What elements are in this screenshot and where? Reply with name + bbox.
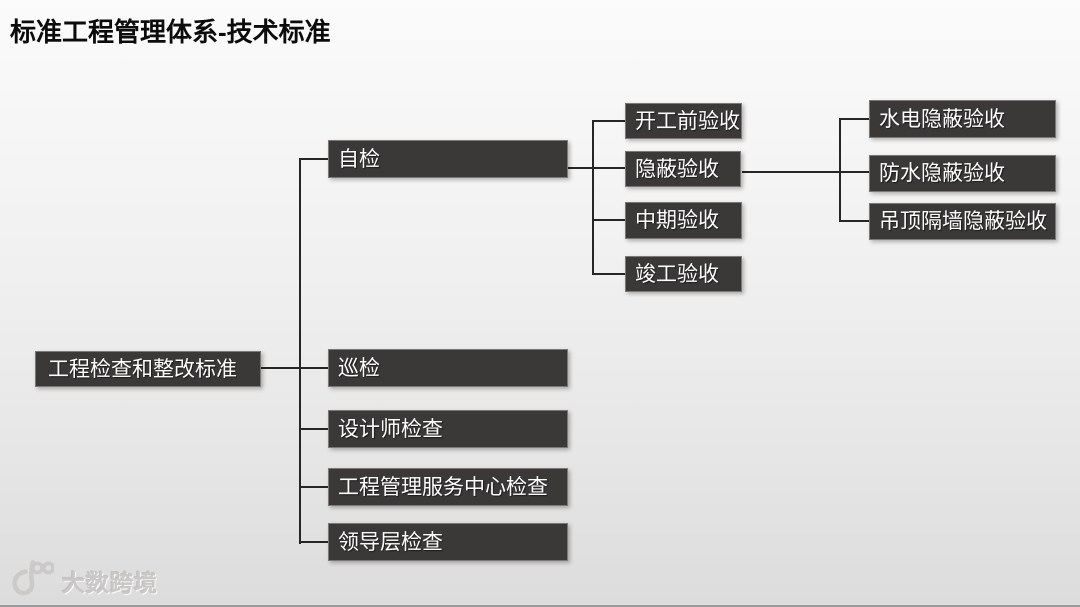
connector-root-feed bbox=[261, 367, 329, 369]
connector-trunk-level4 bbox=[839, 118, 841, 222]
node-designer-inspection: 设计师检查 bbox=[328, 410, 568, 448]
connector-branch-designer bbox=[299, 428, 329, 430]
node-root: 工程检查和整改标准 bbox=[35, 351, 261, 387]
watermark-text: 大数跨境 bbox=[62, 570, 158, 596]
node-midterm-acceptance: 中期验收 bbox=[625, 202, 742, 239]
node-waterproof-concealed: 防水隐蔽验收 bbox=[869, 155, 1056, 192]
connector-branch-midterm bbox=[592, 219, 625, 221]
connector-branch-ceiling bbox=[839, 220, 869, 222]
watermark: 大数跨境 bbox=[8, 559, 158, 604]
node-ceiling-partition-concealed: 吊顶隔墙隐蔽验收 bbox=[869, 203, 1056, 240]
node-patrol-inspection: 巡检 bbox=[328, 349, 568, 387]
connector-branch-prestart bbox=[592, 120, 625, 122]
connector-trunk-level3 bbox=[592, 120, 594, 275]
connector-trunk-level2 bbox=[299, 158, 301, 544]
node-service-center-inspection: 工程管理服务中心检查 bbox=[328, 468, 568, 506]
node-concealed-acceptance: 隐蔽验收 bbox=[625, 151, 741, 187]
node-prestart-acceptance: 开工前验收 bbox=[625, 103, 742, 139]
node-self-inspection: 自检 bbox=[328, 140, 568, 178]
node-water-electric-concealed: 水电隐蔽验收 bbox=[869, 100, 1056, 138]
connector-branch-servicecenter bbox=[299, 486, 329, 488]
connector-selfcheck-feed bbox=[568, 167, 625, 169]
brand-logo-icon bbox=[8, 559, 55, 604]
page-title: 标准工程管理体系-技术标准 bbox=[10, 17, 331, 47]
connector-branch-waterelectric bbox=[839, 118, 869, 120]
connector-branch-leadership bbox=[299, 541, 329, 543]
node-completion-acceptance: 竣工验收 bbox=[625, 256, 742, 292]
connector-concealed-feed bbox=[742, 171, 869, 173]
node-leadership-inspection: 领导层检查 bbox=[328, 523, 568, 561]
connector-branch-selfcheck bbox=[299, 158, 329, 160]
connector-branch-completion bbox=[592, 273, 625, 275]
